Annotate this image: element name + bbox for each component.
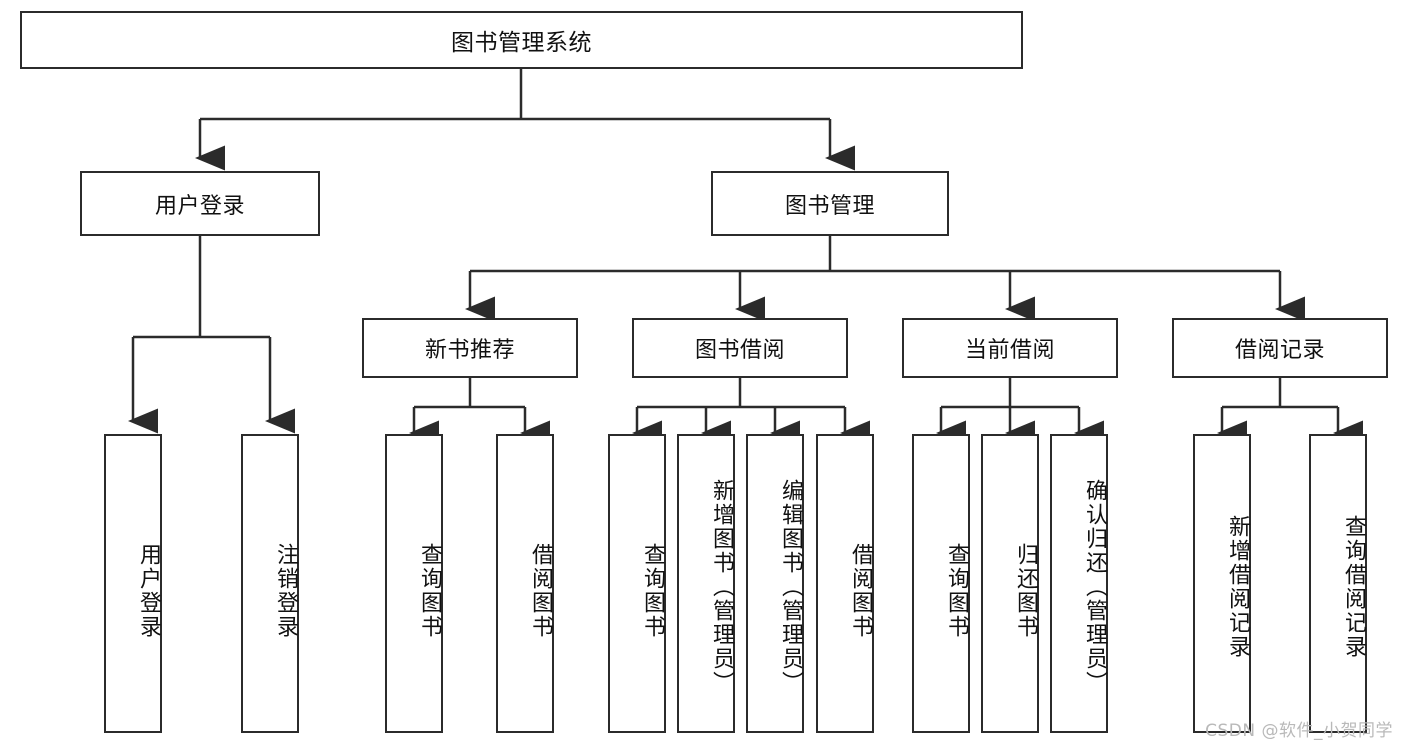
node-label: 编辑图书（管理员） bbox=[778, 478, 803, 695]
node-current-borrow[interactable]: 当前借阅 bbox=[902, 318, 1118, 378]
node-label: 查询图书 bbox=[640, 542, 665, 639]
leaf-confirm-return-admin[interactable]: 确认归还（管理员） bbox=[1050, 434, 1108, 733]
leaf-query-book-recommend[interactable]: 查询图书 bbox=[385, 434, 443, 733]
csdn-watermark: CSDN @软件_小贺同学 bbox=[1205, 721, 1393, 741]
leaf-query-borrow-record[interactable]: 查询借阅记录 bbox=[1309, 434, 1367, 733]
leaf-return-book[interactable]: 归还图书 bbox=[981, 434, 1039, 733]
node-label: 确认归还（管理员） bbox=[1082, 478, 1107, 695]
node-label: 新增借阅记录 bbox=[1225, 514, 1250, 659]
node-label: 图书借阅 bbox=[694, 338, 785, 363]
node-label: 借阅图书 bbox=[848, 542, 873, 639]
node-book-management[interactable]: 图书管理 bbox=[711, 171, 949, 236]
node-label: 当前借阅 bbox=[964, 338, 1055, 363]
leaf-borrow-book[interactable]: 借阅图书 bbox=[816, 434, 874, 733]
leaf-query-book-borrow[interactable]: 查询图书 bbox=[608, 434, 666, 733]
leaf-borrow-book-recommend[interactable]: 借阅图书 bbox=[496, 434, 554, 733]
leaf-edit-book-admin[interactable]: 编辑图书（管理员） bbox=[746, 434, 804, 733]
node-label: 查询图书 bbox=[944, 542, 969, 639]
node-label: 归还图书 bbox=[1013, 542, 1038, 639]
node-label: 借阅图书 bbox=[528, 542, 553, 639]
node-label: 用户登录 bbox=[136, 542, 161, 639]
node-label: 新书推荐 bbox=[424, 338, 515, 363]
node-root-book-management-system[interactable]: 图书管理系统 bbox=[20, 11, 1023, 69]
node-label: 新增图书（管理员） bbox=[709, 478, 734, 695]
node-label: 图书管理系统 bbox=[451, 30, 592, 56]
node-label: 用户登录 bbox=[154, 193, 245, 219]
leaf-add-borrow-record[interactable]: 新增借阅记录 bbox=[1193, 434, 1251, 733]
node-borrow-record[interactable]: 借阅记录 bbox=[1172, 318, 1388, 378]
node-label: 查询图书 bbox=[417, 542, 442, 639]
leaf-query-book-current[interactable]: 查询图书 bbox=[912, 434, 970, 733]
node-label: 注销登录 bbox=[273, 542, 298, 639]
node-label: 查询借阅记录 bbox=[1341, 514, 1366, 659]
node-user-login[interactable]: 用户登录 bbox=[80, 171, 320, 236]
leaf-logout[interactable]: 注销登录 bbox=[241, 434, 299, 733]
leaf-user-login[interactable]: 用户登录 bbox=[104, 434, 162, 733]
node-label: 图书管理 bbox=[784, 193, 875, 219]
node-new-book-recommend[interactable]: 新书推荐 bbox=[362, 318, 578, 378]
node-book-borrow[interactable]: 图书借阅 bbox=[632, 318, 848, 378]
node-label: 借阅记录 bbox=[1234, 338, 1325, 363]
leaf-add-book-admin[interactable]: 新增图书（管理员） bbox=[677, 434, 735, 733]
